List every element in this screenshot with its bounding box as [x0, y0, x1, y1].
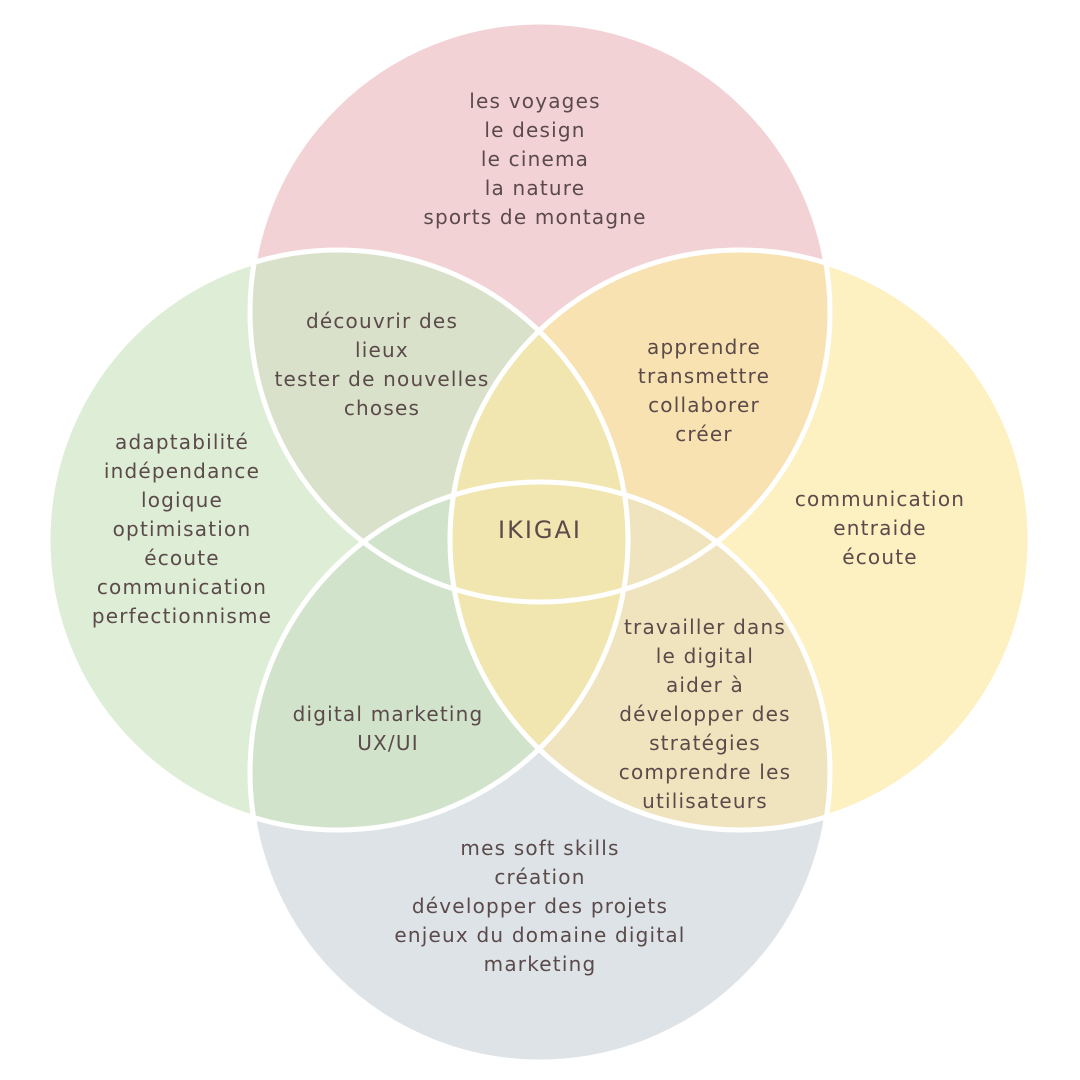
top-line: le cinema — [481, 147, 589, 171]
top-line: sports de montagne — [423, 205, 646, 229]
left-line: indépendance — [104, 459, 260, 483]
left-line: optimisation — [113, 517, 252, 541]
right-line: communication — [795, 487, 965, 511]
top-line: les voyages — [469, 89, 600, 113]
bottom-right-line: développer des — [619, 702, 790, 726]
bottom-line: enjeux du domaine digital — [394, 923, 685, 947]
bottom-right-line: le digital — [656, 644, 754, 668]
left-line: logique — [141, 488, 223, 512]
bottom-left-line: digital marketing — [293, 702, 484, 726]
left-circle-outline — [45, 247, 631, 833]
right-line: entraide — [833, 516, 926, 540]
top-circle-outline — [247, 19, 833, 605]
right-circle-outline — [447, 247, 1033, 833]
center-ikigai-label: IKIGAI — [498, 516, 582, 544]
right-region-text: communication entraide écoute — [795, 487, 965, 569]
bottom-circle-outline — [247, 479, 833, 1065]
bottom-right-line: comprendre les — [619, 760, 791, 784]
left-line: écoute — [144, 546, 220, 570]
top-line: le design — [484, 118, 585, 142]
left-line: adaptabilité — [115, 430, 249, 454]
top-right-line: créer — [675, 422, 733, 446]
bottom-left-line: UX/UI — [357, 731, 419, 755]
bottom-right-line: travailler dans — [624, 615, 786, 639]
top-left-region-text: découvrir des lieux tester de nouvelles cho… — [274, 309, 489, 420]
top-region-text: les voyages le design le cinema la nature sp… — [423, 89, 646, 229]
top-right-line: collaborer — [648, 393, 760, 417]
bottom-line: développer des projets — [412, 894, 668, 918]
top-right-line: transmettre — [638, 364, 770, 388]
bottom-right-line: aider à — [666, 673, 744, 697]
left-line: communication — [97, 575, 267, 599]
top-line: la nature — [485, 176, 586, 200]
bottom-region-text: mes soft skills création développer des pr… — [394, 836, 685, 976]
bottom-line: création — [494, 865, 585, 889]
bottom-right-region-text: travailler dans le digital aider à développ… — [619, 615, 791, 813]
top-left-line: choses — [344, 396, 420, 420]
top-right-region-text: apprendre transmettre collaborer créer — [638, 335, 770, 446]
bottom-line: marketing — [484, 952, 597, 976]
top-left-line: découvrir des — [306, 309, 458, 333]
bottom-right-line: stratégies — [649, 731, 761, 755]
left-line: perfectionnisme — [92, 604, 272, 628]
bottom-line: mes soft skills — [460, 836, 619, 860]
left-region-text: adaptabilité indépendance logique optimisat… — [92, 430, 272, 628]
top-left-line: tester de nouvelles — [274, 367, 489, 391]
right-line: écoute — [842, 545, 918, 569]
bottom-right-line: utilisateurs — [642, 789, 768, 813]
top-left-line: lieux — [355, 338, 409, 362]
top-right-line: apprendre — [647, 335, 761, 359]
